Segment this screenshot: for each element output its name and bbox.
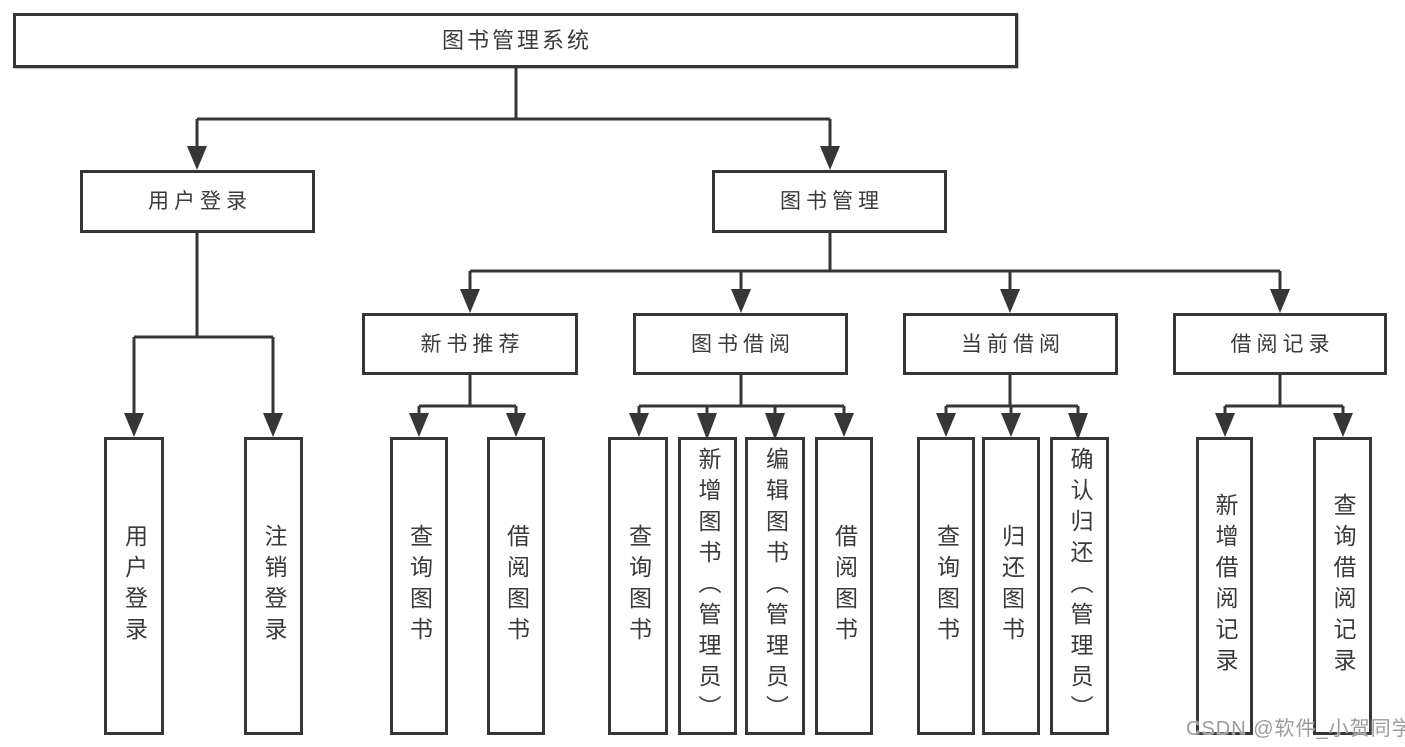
arrow-down-icon bbox=[834, 413, 854, 437]
node-book-management: 图书管理 bbox=[712, 170, 947, 233]
node-library-system-label: 图书管理系统 bbox=[441, 27, 592, 53]
connector-segments bbox=[132, 68, 1345, 419]
leaf-edit-books-admin: 编辑图书（管理员） bbox=[745, 437, 805, 735]
arrow-down-icon bbox=[697, 413, 717, 440]
arrow-down-icon bbox=[409, 413, 429, 437]
leaf-query-borrow-record-label: 查询借阅记录 bbox=[1330, 493, 1356, 679]
node-user-login: 用户登录 bbox=[80, 170, 315, 233]
leaf-add-borrow-record-label: 新增借阅记录 bbox=[1212, 493, 1238, 679]
leaf-return-books: 归还图书 bbox=[982, 437, 1040, 735]
leaf-add-borrow-record: 新增借阅记录 bbox=[1196, 437, 1253, 735]
node-user-login-label: 用户登录 bbox=[148, 190, 252, 213]
arrow-down-icon bbox=[1215, 413, 1235, 437]
arrow-down-icon bbox=[187, 146, 207, 170]
leaf-query-books-current-label: 查询图书 bbox=[933, 524, 960, 648]
arrow-down-icon bbox=[820, 146, 840, 170]
arrow-down-icon bbox=[731, 289, 751, 313]
node-new-book-recommend-label: 新书推荐 bbox=[420, 332, 525, 356]
arrow-down-icon bbox=[936, 413, 956, 437]
arrow-down-icon bbox=[765, 413, 785, 440]
leaf-logout-label: 注销登录 bbox=[261, 524, 287, 648]
leaf-add-books-admin-label: 新增图书（管理员） bbox=[695, 446, 721, 726]
node-borrow-records: 借阅记录 bbox=[1173, 313, 1387, 375]
leaf-confirm-return-admin-label: 确认归还（管理员） bbox=[1067, 446, 1093, 726]
node-book-borrow-label: 图书借阅 bbox=[691, 332, 795, 356]
node-current-borrow: 当前借阅 bbox=[903, 313, 1118, 375]
node-book-management-label: 图书管理 bbox=[780, 190, 884, 213]
leaf-query-books-borrow: 查询图书 bbox=[608, 437, 668, 735]
leaf-query-books-recommend-label: 查询图书 bbox=[406, 524, 433, 648]
arrow-down-icon bbox=[263, 413, 283, 437]
leaf-borrow-books-recommend: 借阅图书 bbox=[487, 437, 545, 735]
arrow-down-icon bbox=[1001, 413, 1021, 437]
leaf-edit-books-admin-label: 编辑图书（管理员） bbox=[762, 446, 789, 726]
leaf-logout: 注销登录 bbox=[244, 437, 303, 735]
arrow-down-icon bbox=[1000, 289, 1020, 313]
arrow-down-icon bbox=[460, 289, 480, 313]
leaf-return-books-label: 归还图书 bbox=[998, 524, 1025, 648]
csdn-watermark: CSDN @软件_小贺同学 bbox=[1186, 718, 1405, 740]
leaf-query-borrow-record: 查询借阅记录 bbox=[1313, 437, 1372, 735]
leaf-borrow-books: 借阅图书 bbox=[815, 437, 873, 735]
node-borrow-records-label: 借阅记录 bbox=[1230, 332, 1335, 356]
arrow-down-icon bbox=[1068, 413, 1088, 440]
node-current-borrow-label: 当前借阅 bbox=[961, 332, 1065, 356]
arrow-down-icon bbox=[506, 413, 526, 437]
arrowheads bbox=[124, 146, 1353, 440]
leaf-query-books-recommend: 查询图书 bbox=[390, 437, 448, 735]
node-library-system: 图书管理系统 bbox=[13, 13, 1018, 68]
arrow-down-icon bbox=[629, 413, 649, 437]
node-new-book-recommend: 新书推荐 bbox=[362, 313, 578, 375]
arrow-down-icon bbox=[1333, 413, 1353, 437]
leaf-query-books-current: 查询图书 bbox=[917, 437, 975, 735]
leaf-borrow-books-recommend-label: 借阅图书 bbox=[503, 524, 530, 648]
arrow-down-icon bbox=[1270, 289, 1290, 313]
node-book-borrow: 图书借阅 bbox=[633, 313, 848, 375]
arrow-down-icon bbox=[124, 413, 144, 437]
leaf-query-books-borrow-label: 查询图书 bbox=[625, 524, 652, 648]
leaf-borrow-books-label: 借阅图书 bbox=[831, 524, 858, 648]
leaf-user-login-label: 用户登录 bbox=[121, 524, 148, 648]
leaf-confirm-return-admin: 确认归还（管理员） bbox=[1050, 437, 1109, 735]
leaf-add-books-admin: 新增图书（管理员） bbox=[678, 437, 737, 735]
leaf-user-login: 用户登录 bbox=[104, 437, 164, 735]
